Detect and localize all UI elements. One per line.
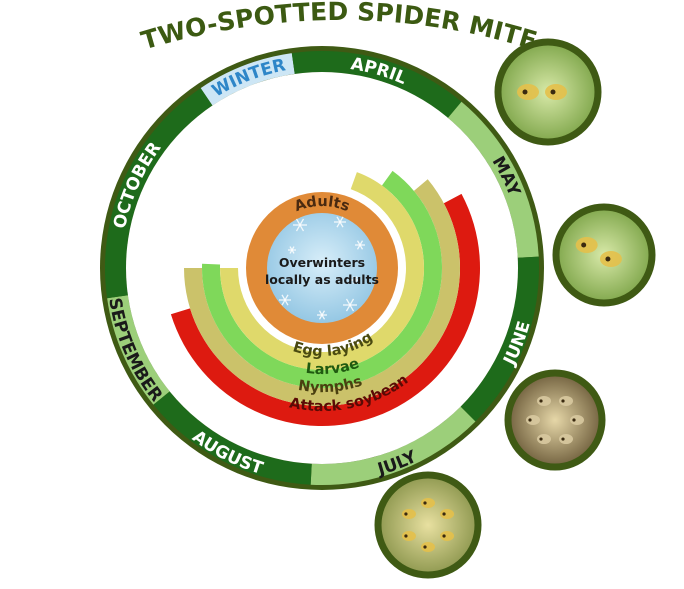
month-segment-may [447, 101, 539, 258]
spider-mite-photo [552, 203, 656, 307]
snowflake-icon [343, 298, 357, 312]
snowflake-icon [293, 218, 307, 232]
stage-band-nymphs [183, 179, 460, 406]
stage-rings [170, 170, 481, 427]
center-text-line1: Overwinters [279, 255, 365, 270]
month-ring [105, 51, 540, 485]
snowflake-icon [334, 216, 346, 228]
month-segment-april [291, 51, 462, 118]
snowflake-icons [279, 216, 365, 320]
photo-circles [374, 38, 656, 579]
infested-leaf-photo [374, 471, 482, 579]
spider-mite-photo [494, 38, 602, 146]
month-segment-october [105, 88, 213, 299]
month-segment-july [310, 406, 476, 485]
snowflake-icon [288, 246, 296, 254]
center-text-line2: locally as adults [265, 272, 379, 287]
snowflake-icon [355, 240, 365, 250]
snowflake-icon [279, 294, 291, 306]
month-segment-winter [200, 53, 295, 106]
snowflake-icon [351, 276, 359, 284]
center-circle [267, 213, 377, 323]
stage-label-adults: Adults [292, 194, 351, 215]
month-segment-june [460, 256, 540, 422]
month-segment-september [107, 295, 170, 405]
snowflake-icon [317, 310, 327, 320]
month-segment-august [153, 391, 312, 485]
spider-mite-colony-photo [504, 369, 606, 471]
